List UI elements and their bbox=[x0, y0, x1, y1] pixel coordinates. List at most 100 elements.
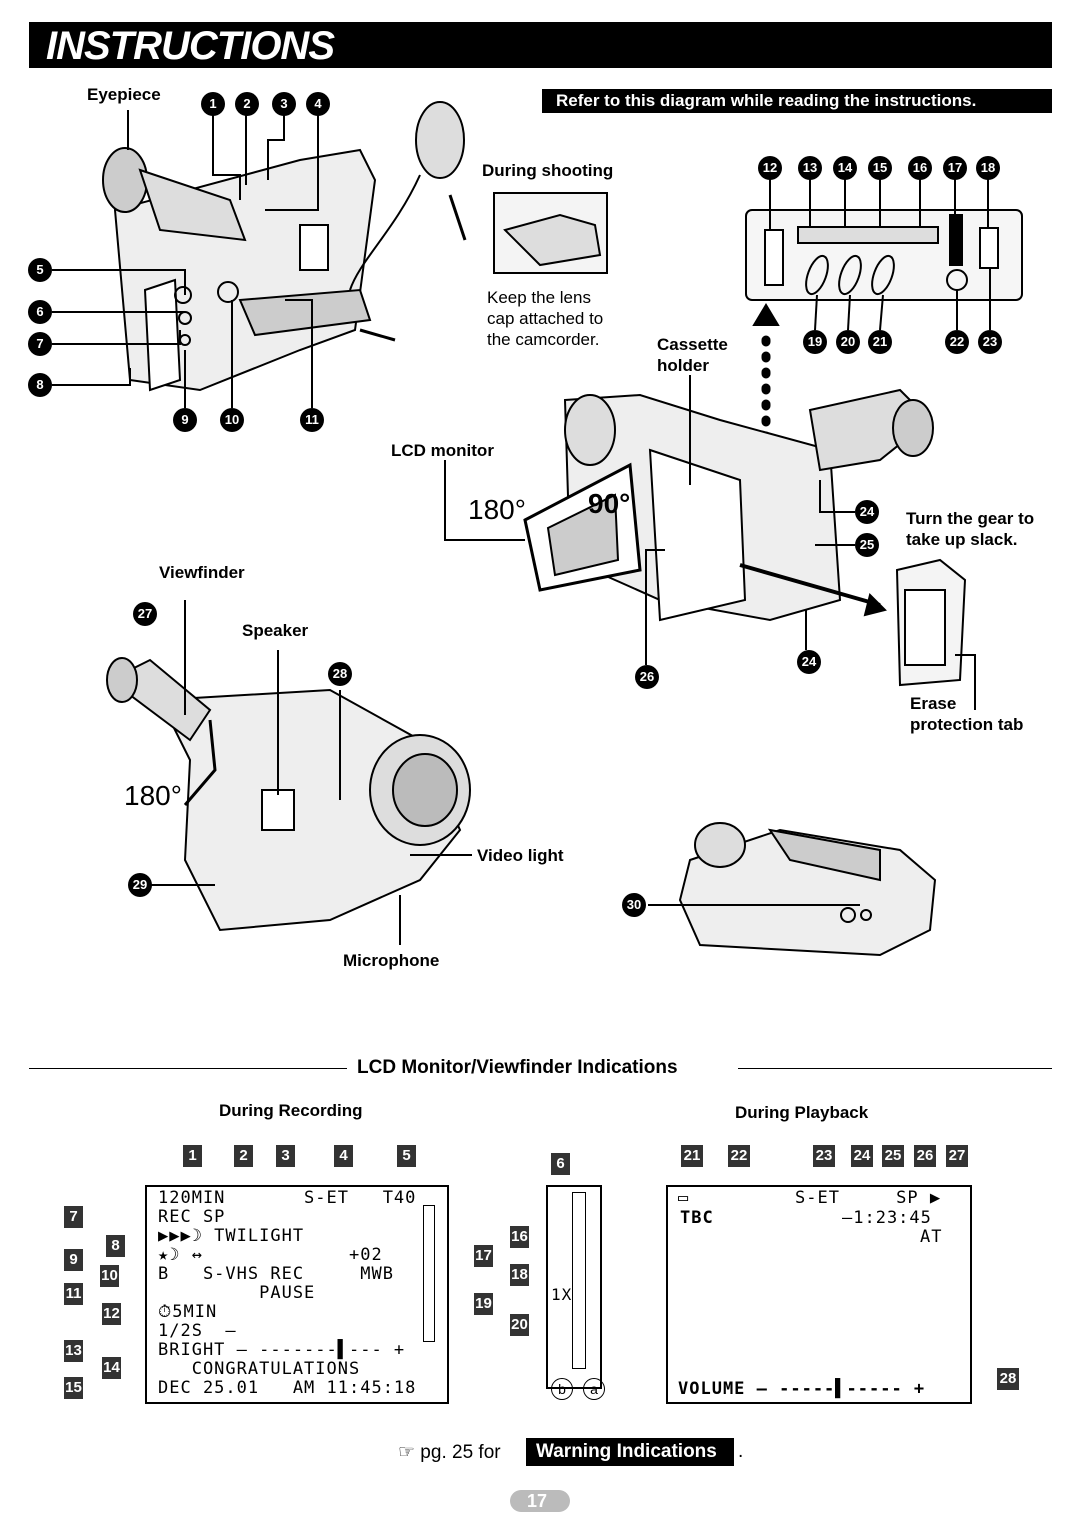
play-key-26: 26 bbox=[914, 1145, 936, 1167]
callout-27: 27 bbox=[133, 602, 157, 626]
section-rule-right bbox=[738, 1068, 1052, 1069]
section-rule-left bbox=[29, 1068, 347, 1069]
title-banner bbox=[29, 22, 1052, 68]
zoom-key-b: b bbox=[551, 1378, 573, 1400]
rec-key-19: 19 bbox=[474, 1293, 493, 1315]
warning-ref-suffix: . bbox=[738, 1441, 744, 1462]
recording-screen bbox=[145, 1185, 449, 1404]
callout-30: 30 bbox=[622, 893, 646, 917]
rec-level-bar bbox=[423, 1205, 435, 1342]
rec-line-7: ⏱5MIN bbox=[158, 1302, 218, 1322]
callout-13: 13 bbox=[798, 156, 822, 180]
rec-line-6: PAUSE bbox=[158, 1283, 316, 1303]
page-number-badge bbox=[510, 1490, 570, 1512]
video-light-label: Video light bbox=[477, 846, 564, 865]
play-key-21: 21 bbox=[681, 1145, 703, 1167]
rec-line-1: 120MIN S-ET T40 bbox=[158, 1188, 417, 1208]
rec-key-10: 10 bbox=[100, 1265, 119, 1287]
callout-10: 10 bbox=[220, 408, 244, 432]
callout-14: 14 bbox=[833, 156, 857, 180]
play-key-28: 28 bbox=[997, 1368, 1019, 1390]
play-key-27: 27 bbox=[946, 1145, 968, 1167]
rec-line-10: CONGRATULATIONS bbox=[158, 1359, 361, 1379]
rec-key-4: 4 bbox=[334, 1145, 353, 1167]
rec-key-6: 6 bbox=[551, 1153, 570, 1175]
rec-line-4: ★☽ ↔ +02 bbox=[158, 1245, 383, 1265]
viewfinder-label: Viewfinder bbox=[159, 563, 245, 582]
rec-key-16: 16 bbox=[510, 1226, 529, 1248]
rec-line-9: BRIGHT – -------▌--- + bbox=[158, 1340, 406, 1360]
callout-6: 6 bbox=[28, 300, 52, 324]
rec-line-5: B S-VHS REC MWB bbox=[158, 1264, 394, 1284]
rec-key-11: 11 bbox=[64, 1283, 83, 1305]
cassette-holder-label: Cassette holder bbox=[657, 335, 728, 375]
rec-key-18: 18 bbox=[510, 1264, 529, 1286]
lcd-180-angle: 180° bbox=[468, 494, 526, 525]
callout-7: 7 bbox=[28, 332, 52, 356]
warning-indications-box bbox=[526, 1438, 734, 1466]
callout-22: 22 bbox=[945, 330, 969, 354]
reference-banner bbox=[542, 89, 1052, 113]
callout-23: 23 bbox=[978, 330, 1002, 354]
callout-18: 18 bbox=[976, 156, 1000, 180]
warning-indications-link[interactable]: Warning Indications bbox=[536, 1441, 717, 1462]
rec-key-17: 17 bbox=[474, 1245, 493, 1267]
play-key-23: 23 bbox=[813, 1145, 835, 1167]
callout-25: 25 bbox=[855, 533, 879, 557]
rec-key-15: 15 bbox=[64, 1377, 83, 1399]
lcd-monitor-label: LCD monitor bbox=[391, 441, 494, 460]
warning-ref-prefix: ☞ pg. 25 for bbox=[398, 1442, 501, 1463]
rec-key-13: 13 bbox=[64, 1340, 83, 1362]
rec-key-8: 8 bbox=[106, 1235, 125, 1257]
play-volume: VOLUME – -----▌----- + bbox=[678, 1379, 926, 1399]
callout-8: 8 bbox=[28, 373, 52, 397]
callout-3: 3 bbox=[272, 92, 296, 116]
callout-4: 4 bbox=[306, 92, 330, 116]
callout-19: 19 bbox=[803, 330, 827, 354]
play-time: –1:23:45 bbox=[842, 1208, 932, 1228]
zoom-key-a: a bbox=[583, 1378, 605, 1400]
callout-20: 20 bbox=[836, 330, 860, 354]
play-tbc: TBC bbox=[680, 1208, 714, 1228]
reference-banner-text: Refer to this diagram while reading the … bbox=[556, 91, 977, 110]
rec-key-12: 12 bbox=[102, 1303, 121, 1325]
speaker-label: Speaker bbox=[242, 621, 309, 640]
callout-2: 2 bbox=[235, 92, 259, 116]
camcorder-diagram bbox=[52, 101, 1023, 957]
callout-24b: 24 bbox=[797, 650, 821, 674]
play-key-24: 24 bbox=[851, 1145, 873, 1167]
play-tape-icon: ▭ bbox=[678, 1188, 690, 1208]
callout-5: 5 bbox=[28, 258, 52, 282]
microphone-label: Microphone bbox=[343, 951, 440, 970]
play-set-sp: S-ET SP ▶ bbox=[795, 1188, 942, 1208]
callout-26: 26 bbox=[635, 665, 659, 689]
rec-key-3: 3 bbox=[276, 1145, 295, 1167]
rec-line-2: REC SP bbox=[158, 1207, 226, 1227]
lens-cap-note: Keep the lens cap attached to the camcor… bbox=[487, 288, 604, 349]
play-at: AT bbox=[920, 1227, 943, 1247]
rec-key-7: 7 bbox=[64, 1206, 83, 1228]
play-key-25: 25 bbox=[882, 1145, 904, 1167]
callout-29: 29 bbox=[128, 873, 152, 897]
callout-16: 16 bbox=[908, 156, 932, 180]
during-recording-label: During Recording bbox=[219, 1101, 363, 1120]
erase-tab-label: Erase protection tab bbox=[910, 694, 1024, 734]
rec-line-8: 1/2S – bbox=[158, 1321, 237, 1341]
callout-21: 21 bbox=[868, 330, 892, 354]
callout-24: 24 bbox=[855, 500, 879, 524]
callout-12: 12 bbox=[758, 156, 782, 180]
viewfinder-180-angle: 180° bbox=[124, 780, 182, 811]
callout-15: 15 bbox=[868, 156, 892, 180]
callout-1: 1 bbox=[201, 92, 225, 116]
rec-key-14: 14 bbox=[102, 1357, 121, 1379]
page-title: INSTRUCTIONS bbox=[46, 24, 335, 68]
gear-note: Turn the gear to take up slack. bbox=[906, 509, 1035, 549]
zoom-panel bbox=[546, 1185, 602, 1389]
play-key-22: 22 bbox=[728, 1145, 750, 1167]
playback-screen bbox=[666, 1185, 972, 1404]
rec-line-11: DEC 25.01 AM 11:45:18 bbox=[158, 1378, 417, 1398]
during-shooting-label: During shooting bbox=[482, 161, 614, 180]
rec-key-2: 2 bbox=[234, 1145, 253, 1167]
callout-28: 28 bbox=[328, 662, 352, 686]
during-playback-label: During Playback bbox=[735, 1103, 869, 1122]
